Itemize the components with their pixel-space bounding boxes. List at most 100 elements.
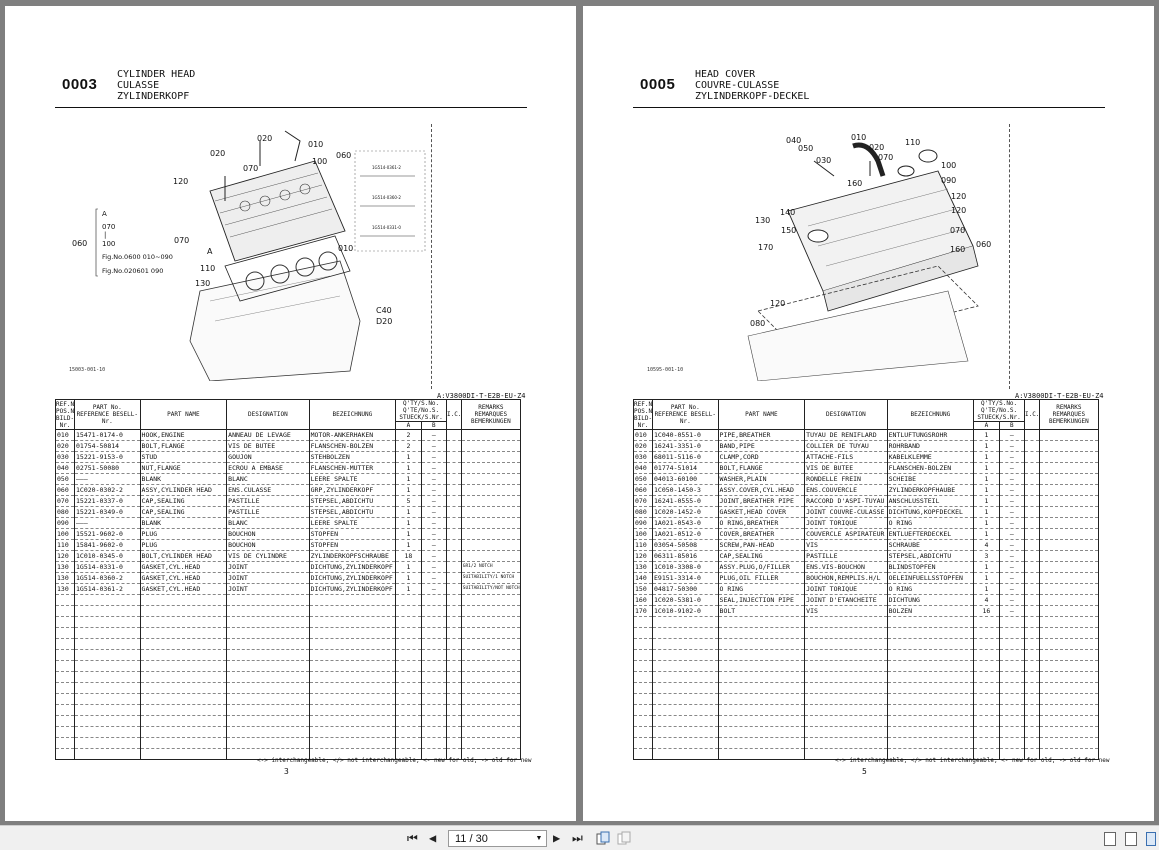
table-cell [652,737,719,749]
table-cell [460,495,522,507]
table-cell [1038,495,1100,507]
table-cell: VIS DE CYLINDRE [226,550,310,562]
table-cell: STOPFEN [308,528,397,540]
table-cell: 1 [395,451,422,463]
table-cell: NUT,FLANGE [139,462,228,474]
document-page-right: 0005 HEAD COVER COUVRE-CULASSE ZYLINDERK… [583,6,1154,821]
table-row-empty [632,616,1100,628]
table-cell [74,660,141,672]
header-col-a: A [395,421,422,430]
table-cell [1023,693,1040,705]
table-cell [717,715,806,727]
table-cell: JOINT D'ETANCHEITE [804,594,888,606]
table-cell: SCHRAUBE [886,539,975,551]
header-remarks: REMARKS REMARQUES BEMERKUNGEN [460,399,522,430]
go-forward-icon[interactable] [617,831,631,848]
callout-label: 070 [950,226,965,235]
table-cell: ENS.CULASSE [226,484,310,496]
table-cell: — [998,605,1025,617]
table-cell [1023,660,1040,672]
table-cell [445,649,462,661]
table-cell [460,627,522,639]
previous-page-button[interactable]: ◀ [429,831,437,845]
table-cell: 150 [632,583,654,595]
table-cell: KABELKLEMME [886,451,975,463]
viewer-toolbar: ⏮ ◀ 11 / 30 ▼ ▶ ⏭ [0,825,1159,850]
table-row-empty [632,693,1100,705]
table-cell [74,737,141,749]
table-cell [1038,561,1100,573]
table-cell [886,616,975,628]
page-selector[interactable]: 11 / 30 ▼ [448,830,547,847]
table-cell [54,693,76,705]
next-page-button[interactable]: ▶ [553,831,561,845]
table-cell: JOINT,BREATHER PIPE [717,495,806,507]
title-de: ZYLINDERKOPF [117,91,190,102]
table-cell [420,748,447,760]
table-cell: — [420,440,447,452]
single-page-view-icon[interactable] [1104,832,1116,846]
table-cell: PLUG [139,539,228,551]
table-cell: 1A021-0543-0 [652,517,719,529]
table-cell [308,594,397,606]
table-cell [652,638,719,650]
table-cell: JOINT COUVRE-CULASSE [804,506,888,518]
table-cell: SUITABILITY/1 NOTCH [460,572,522,584]
table-cell [1038,715,1100,727]
table-cell: FLANSCHEN-BOLZEN [886,462,975,474]
table-cell: O RING [886,517,975,529]
table-cell: — [998,495,1025,507]
table-cell [54,616,76,628]
table-cell: 2 [395,429,422,441]
table-cell [804,704,888,716]
callout-label: 070 [174,236,189,245]
table-cell [395,693,422,705]
table-cell: JOINT TORIQUE [804,583,888,595]
table-cell [139,594,228,606]
table-cell [308,616,397,628]
table-cell: 130 [632,561,654,573]
table-cell-ic [1023,429,1040,441]
table-cell: 120 [632,550,654,562]
table-cell: — [420,539,447,551]
table-cell: GR1/2 NOTCH [460,561,522,573]
table-cell: STEPSEL,ABDICHTU [308,506,397,518]
table-cell [226,627,310,639]
callout-label: 120 [951,192,966,201]
table-cell: — [998,506,1025,518]
callout-label: A [207,247,213,256]
table-cell [886,660,975,672]
table-cell: PASTILLE [226,506,310,518]
table-cell: 1 [395,539,422,551]
table-cell: STOPFEN [308,539,397,551]
table-cell [804,726,888,738]
table-cell: — [998,473,1025,485]
last-page-button[interactable]: ⏭ [572,831,583,845]
go-back-icon[interactable] [596,831,610,848]
table-cell [973,638,1000,650]
table-row-empty [54,726,522,738]
header-qty: Q'TY/S.No. Q'TE/No.S. STUECK/S.Nr. [973,399,1025,422]
model-code: A:V3800DI-T-E2B-EU-Z4 [437,392,526,400]
table-cell: — [420,583,447,595]
table-cell: 4 [973,539,1000,551]
table-cell-ic [445,539,462,551]
table-cell: 030 [54,451,76,463]
table-cell: — [998,583,1025,595]
continuous-view-icon[interactable] [1125,832,1137,846]
table-cell: 1C020-1452-0 [652,506,719,518]
table-cell [445,671,462,683]
table-row-empty [54,737,522,749]
table-cell: 160 [632,594,654,606]
facing-pages-view-icon[interactable] [1146,832,1156,846]
interchangeability-legend: <-> interchangeable; </> not interchange… [257,757,532,764]
table-cell [717,737,806,749]
table-cell: STEHBOLZEN [308,451,397,463]
table-cell [445,726,462,738]
first-page-button[interactable]: ⏮ [407,831,418,845]
